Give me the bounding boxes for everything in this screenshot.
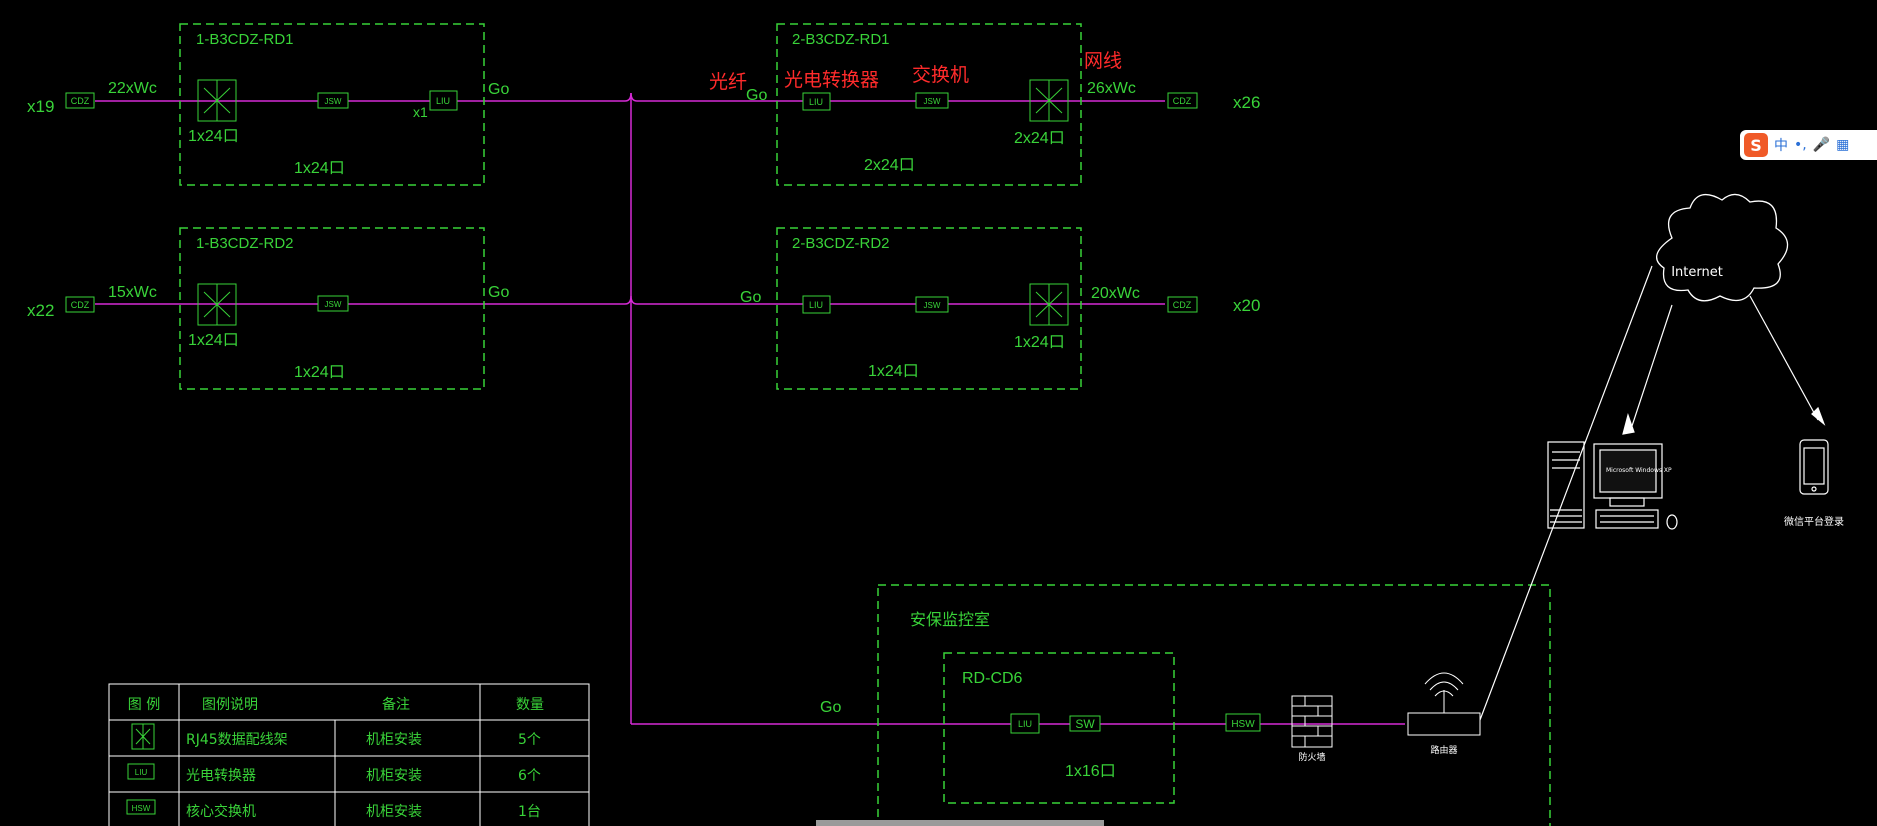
svg-text:CDZ: CDZ xyxy=(71,300,90,310)
svg-text:1x24口: 1x24口 xyxy=(868,363,919,380)
legend-header: 图 例 xyxy=(128,697,160,713)
svg-text:JSW: JSW xyxy=(325,300,342,309)
smartphone-icon xyxy=(1799,439,1829,495)
backbone-lines xyxy=(95,92,1405,725)
ime-mic-icon[interactable]: 🎤 xyxy=(1812,137,1831,153)
svg-text:路由器: 路由器 xyxy=(1430,744,1457,756)
horizontal-scrollbar[interactable] xyxy=(816,820,1104,826)
svg-text:JSW: JSW xyxy=(924,97,941,106)
rack-title: RD-CD6 xyxy=(962,670,1023,687)
svg-text:HSW: HSW xyxy=(1231,719,1255,730)
legend-symbol-liu xyxy=(127,763,155,780)
rack-1-b3cdz-rd1: 1-B3CDZ-RD1 JSW LIU x1 Go 1x24口 1x24口 xyxy=(179,23,509,186)
svg-text:CDZ: CDZ xyxy=(71,96,90,106)
ime-toolbar[interactable]: S 中 •, 🎤 ▦ xyxy=(1740,130,1877,160)
svg-text:2x24口: 2x24口 xyxy=(1014,130,1065,147)
svg-text:HSW: HSW xyxy=(132,804,151,813)
rack-2-b3cdz-rd1: 2-B3CDZ-RD1 LIU JSW Go 2x24口 2x24口 xyxy=(746,23,1082,186)
sogou-logo-icon[interactable]: S xyxy=(1744,133,1768,157)
svg-text:x1: x1 xyxy=(413,104,428,120)
internet-label: Internet xyxy=(1671,265,1723,280)
svg-text:1x24口: 1x24口 xyxy=(1014,334,1065,351)
legend-symbol-hsw xyxy=(126,799,156,815)
annotation-netcable: 网线 xyxy=(1084,50,1122,72)
legend-header: 图例说明 xyxy=(202,697,258,713)
cdz-box xyxy=(65,92,95,109)
internet-cloud xyxy=(1656,193,1789,302)
svg-text:CDZ: CDZ xyxy=(1173,300,1192,310)
svg-text:1x24口: 1x24口 xyxy=(188,332,239,349)
svg-text:CDZ: CDZ xyxy=(1173,96,1192,106)
cable-count: 15xWc xyxy=(108,284,157,301)
outlet-count: x20 xyxy=(1233,296,1260,315)
svg-text:1x24口: 1x24口 xyxy=(294,160,345,177)
legend-qty: 1台 xyxy=(518,804,541,820)
svg-text:LIU: LIU xyxy=(436,96,450,106)
phone-label: 微信平台登录 xyxy=(1784,515,1844,528)
legend-table xyxy=(108,683,590,826)
rack-1-b3cdz-rd2: 1-B3CDZ-RD2 JSW Go 1x24口 1x24口 xyxy=(179,227,509,390)
svg-text:LIU: LIU xyxy=(809,97,823,107)
legend-qty: 5个 xyxy=(518,732,541,748)
cable-count: 20xWc xyxy=(1091,285,1140,302)
security-room: 安保监控室 RD-CD6 1x16口 Go LIU SW HSW 防火墙 路由器 xyxy=(820,584,1551,826)
svg-text:Go: Go xyxy=(820,699,841,716)
svg-text:Go: Go xyxy=(746,87,767,104)
legend-desc: 核心交换机 xyxy=(186,803,256,820)
svg-text:JSW: JSW xyxy=(924,301,941,310)
rack-title: 2-B3CDZ-RD1 xyxy=(792,31,890,48)
svg-text:Go: Go xyxy=(488,284,509,301)
outlet-count: x19 xyxy=(27,97,54,116)
legend-symbol-patch-panel xyxy=(131,723,155,750)
monitor-text: Microsoft Windows XP xyxy=(1606,467,1672,474)
firewall-icon xyxy=(1291,695,1333,748)
svg-text:防火墙: 防火墙 xyxy=(1298,751,1325,763)
legend-note: 机柜安装 xyxy=(366,732,422,748)
svg-text:JSW: JSW xyxy=(325,97,342,106)
cable-count: 26xWc xyxy=(1087,80,1136,97)
rack-2-b3cdz-rd2: 2-B3CDZ-RD2 LIU JSW Go 1x24口 1x24口 xyxy=(740,227,1082,390)
svg-text:1x24口: 1x24口 xyxy=(294,364,345,381)
svg-text:1x16口: 1x16口 xyxy=(1065,763,1116,780)
annotation-switch: 交换机 xyxy=(912,64,969,86)
annotation-fiber: 光纤 xyxy=(709,71,747,93)
ime-punct-toggle[interactable]: •, xyxy=(1794,137,1807,153)
cdz-box xyxy=(1167,92,1198,109)
rack-title: 1-B3CDZ-RD1 xyxy=(196,31,294,48)
svg-text:Go: Go xyxy=(488,81,509,98)
svg-text:2x24口: 2x24口 xyxy=(864,157,915,174)
ime-keyboard-icon[interactable]: ▦ xyxy=(1836,137,1850,153)
svg-text:SW: SW xyxy=(1075,717,1095,731)
legend-note: 机柜安装 xyxy=(366,768,422,784)
network-links xyxy=(1479,265,1826,721)
legend-header: 数量 xyxy=(516,697,544,713)
legend-header: 备注 xyxy=(382,696,410,713)
outlet-count: x22 xyxy=(27,301,54,320)
rack-title: 2-B3CDZ-RD2 xyxy=(792,235,890,252)
legend-qty: 6个 xyxy=(518,768,541,784)
ime-mode-toggle[interactable]: 中 xyxy=(1774,138,1788,154)
legend-desc: 光电转换器 xyxy=(186,767,256,784)
legend-desc: RJ45数据配线架 xyxy=(186,732,288,748)
svg-text:LIU: LIU xyxy=(809,300,823,310)
room-title: 安保监控室 xyxy=(910,610,990,629)
svg-text:Go: Go xyxy=(740,289,761,306)
cable-count: 22xWc xyxy=(108,80,157,97)
cdz-box xyxy=(65,296,95,313)
svg-text:LIU: LIU xyxy=(1018,719,1032,729)
rack-title: 1-B3CDZ-RD2 xyxy=(196,235,294,252)
outlet-count: x26 xyxy=(1233,93,1260,112)
legend-note: 机柜安装 xyxy=(366,804,422,820)
svg-text:LIU: LIU xyxy=(135,768,148,777)
annotation-converter: 光电转换器 xyxy=(784,69,879,91)
computer-icon xyxy=(1547,441,1678,530)
svg-text:1x24口: 1x24口 xyxy=(188,128,239,145)
router-icon xyxy=(1407,672,1481,736)
cdz-box xyxy=(1167,296,1198,313)
